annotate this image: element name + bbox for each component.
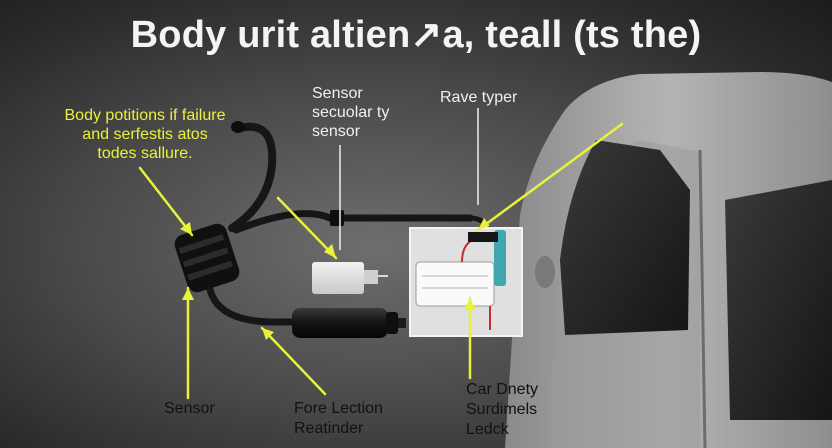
inset-detail xyxy=(409,227,523,337)
arrow-body-positions xyxy=(138,166,194,237)
callout-sensor-bottom: Sensor xyxy=(164,400,215,417)
callout-arrows xyxy=(138,122,624,400)
cylindrical-sensor xyxy=(292,308,406,338)
callout-sensor-top: Sensor secuolar ty sensor xyxy=(312,85,390,140)
car-body xyxy=(505,72,832,448)
arrow-rave xyxy=(476,122,624,232)
door-handle xyxy=(535,256,555,288)
car-window-front xyxy=(560,140,690,335)
callout-car-dnety: Car Dnety Surdimels Ledck xyxy=(466,381,539,438)
callout-fore-lection: Fore Lection Reatinder xyxy=(294,400,383,437)
left-connector xyxy=(174,223,240,293)
car-window-rear xyxy=(725,180,832,420)
white-sensor-module xyxy=(312,262,388,294)
callout-rave-typer: Rave typer xyxy=(440,89,518,106)
diagram-title: Body urit altien↗a, teall (ts the) xyxy=(130,14,702,56)
arrow-sensor-top xyxy=(276,196,338,260)
cable-end-plug xyxy=(231,121,245,133)
callout-body-positions: Body potitions if failure and serfestis … xyxy=(64,107,226,162)
arrow-fore xyxy=(260,326,327,396)
